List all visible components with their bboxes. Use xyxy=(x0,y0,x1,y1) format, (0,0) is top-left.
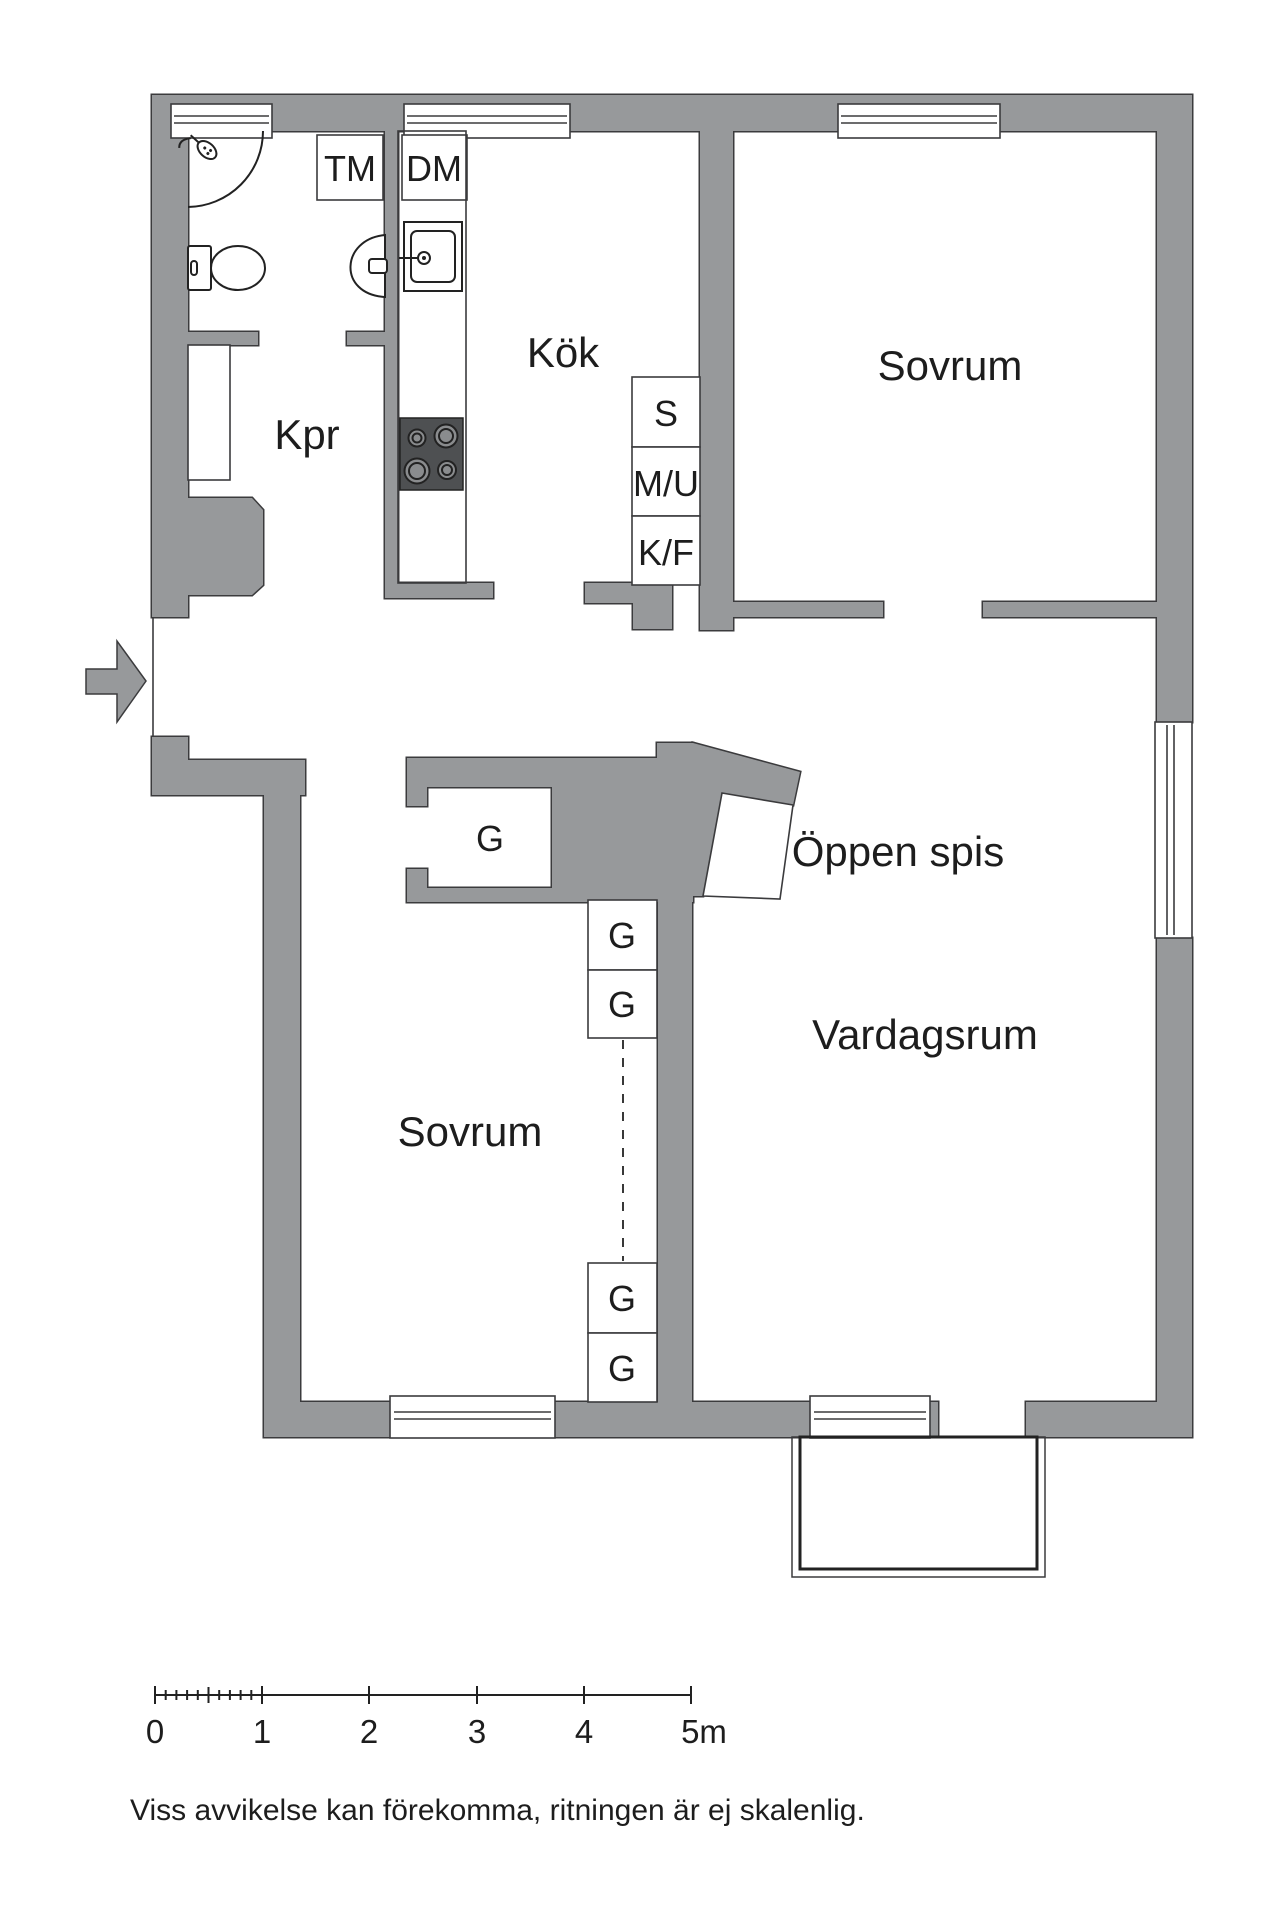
kpr-niche xyxy=(187,344,231,481)
bathroom-sink-icon xyxy=(349,233,388,299)
label-g-3: G xyxy=(608,1278,636,1319)
pantry-box xyxy=(631,376,701,448)
scale-bar: 0 1 2 3 4 5m xyxy=(146,1686,727,1750)
window-kitchen xyxy=(403,103,571,139)
scale-tick-2: 2 xyxy=(360,1713,378,1750)
shower-icon xyxy=(178,130,264,208)
room-label-kok: Kök xyxy=(527,329,600,376)
label-tm: TM xyxy=(324,148,376,189)
wardrobe-box-3 xyxy=(587,1262,658,1334)
entry-arrow-icon xyxy=(85,638,147,725)
scale-tick-3: 3 xyxy=(468,1713,486,1750)
wardrobe-box-2 xyxy=(587,969,658,1039)
disclaimer-text: Viss avvikelse kan förekomma, ritningen … xyxy=(130,1794,865,1827)
scale-tick-5m: 5m xyxy=(681,1713,727,1750)
dishwasher-box xyxy=(401,134,468,201)
balcony xyxy=(791,1435,1046,1578)
label-kf: K/F xyxy=(638,532,694,573)
window-livingroom-right xyxy=(1154,721,1193,939)
room-label-sovrum-top: Sovrum xyxy=(878,342,1023,389)
kitchen-sink-icon xyxy=(399,221,463,292)
window-bedroom-top xyxy=(837,103,1001,139)
label-g-4: G xyxy=(608,1348,636,1389)
window-bathroom xyxy=(170,103,273,139)
wardrobe-box-1 xyxy=(587,899,658,971)
room-label-kpr: Kpr xyxy=(274,411,339,458)
window-bedroom-bottom xyxy=(389,1395,556,1439)
stove-icon xyxy=(399,417,464,491)
scale-tick-4: 4 xyxy=(575,1713,593,1750)
label-g-1: G xyxy=(608,915,636,956)
scale-tick-0: 0 xyxy=(146,1713,164,1750)
kitchen-counter xyxy=(397,130,467,584)
scale-tick-1: 1 xyxy=(253,1713,271,1750)
label-s: S xyxy=(654,393,678,434)
fridge-freezer-box xyxy=(631,515,701,586)
walls xyxy=(150,93,1194,1439)
wardrobe-box-4 xyxy=(587,1332,658,1403)
room-label-vardagsrum: Vardagsrum xyxy=(812,1011,1038,1058)
label-dm: DM xyxy=(406,148,462,189)
room-label-oppen-spis: Öppen spis xyxy=(792,828,1004,875)
micro-oven-box xyxy=(631,446,701,517)
label-g-2: G xyxy=(608,984,636,1025)
label-g-closet: G xyxy=(476,818,504,859)
toilet-icon xyxy=(187,245,266,291)
room-label-sovrum-bottom: Sovrum xyxy=(398,1108,543,1155)
fireplace xyxy=(702,792,794,900)
washing-machine-box xyxy=(316,134,384,201)
label-mu: M/U xyxy=(633,463,699,504)
window-livingroom-bottom xyxy=(809,1395,931,1439)
